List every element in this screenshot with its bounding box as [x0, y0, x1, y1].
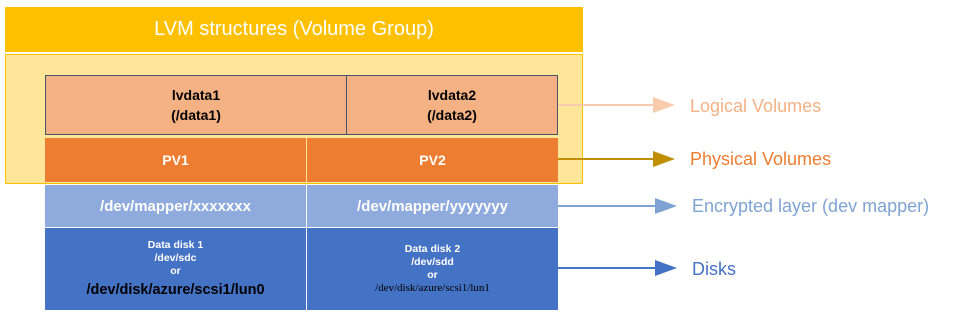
logical-volume-2-name: lvdata2: [427, 87, 477, 103]
logical-volume-2-mount: (/data2): [427, 107, 477, 123]
arrow-logical-volumes: [558, 97, 675, 113]
physical-volume-1: PV1: [45, 138, 306, 182]
arrow-encrypted-layer: [558, 198, 677, 214]
logical-volume-2: lvdata2 (/data2): [346, 75, 558, 135]
data-disk-2-device: /dev/sdd: [411, 256, 454, 268]
data-disk-1-or: or: [170, 264, 181, 277]
logical-volume-1-name: lvdata1: [171, 87, 221, 103]
arrow-physical-volumes: [558, 151, 675, 167]
encrypted-mapper-1: /dev/mapper/xxxxxxx: [45, 185, 306, 227]
arrow-disks: [558, 260, 677, 276]
encrypted-mapper-2: /dev/mapper/yyyyyyy: [307, 185, 558, 227]
label-physical-volumes: Physical Volumes: [690, 149, 832, 169]
data-disk-2-azure-path: /dev/disk/azure/scsi1/lun1: [375, 282, 490, 294]
data-disk-1-device: /dev/sdc: [154, 251, 197, 264]
data-disk-2-or: or: [427, 269, 438, 281]
data-disk-1-azure-path: /dev/disk/azure/scsi1/lun0: [86, 281, 265, 298]
logical-volume-1-mount: (/data1): [171, 107, 221, 123]
label-encrypted-layer: Encrypted layer (dev mapper): [692, 196, 930, 216]
data-disk-1-name: Data disk 1: [147, 238, 204, 251]
volume-group-title: LVM structures (Volume Group): [5, 7, 583, 52]
data-disk-1: Data disk 1 /dev/sdc or /dev/disk/azure/…: [45, 228, 306, 310]
data-disk-2-name: Data disk 2: [404, 243, 461, 255]
label-logical-volumes: Logical Volumes: [690, 96, 822, 116]
data-disk-2: Data disk 2 /dev/sdd or /dev/disk/azure/…: [307, 228, 558, 310]
label-disks: Disks: [692, 259, 736, 279]
physical-volume-2: PV2: [307, 138, 558, 182]
